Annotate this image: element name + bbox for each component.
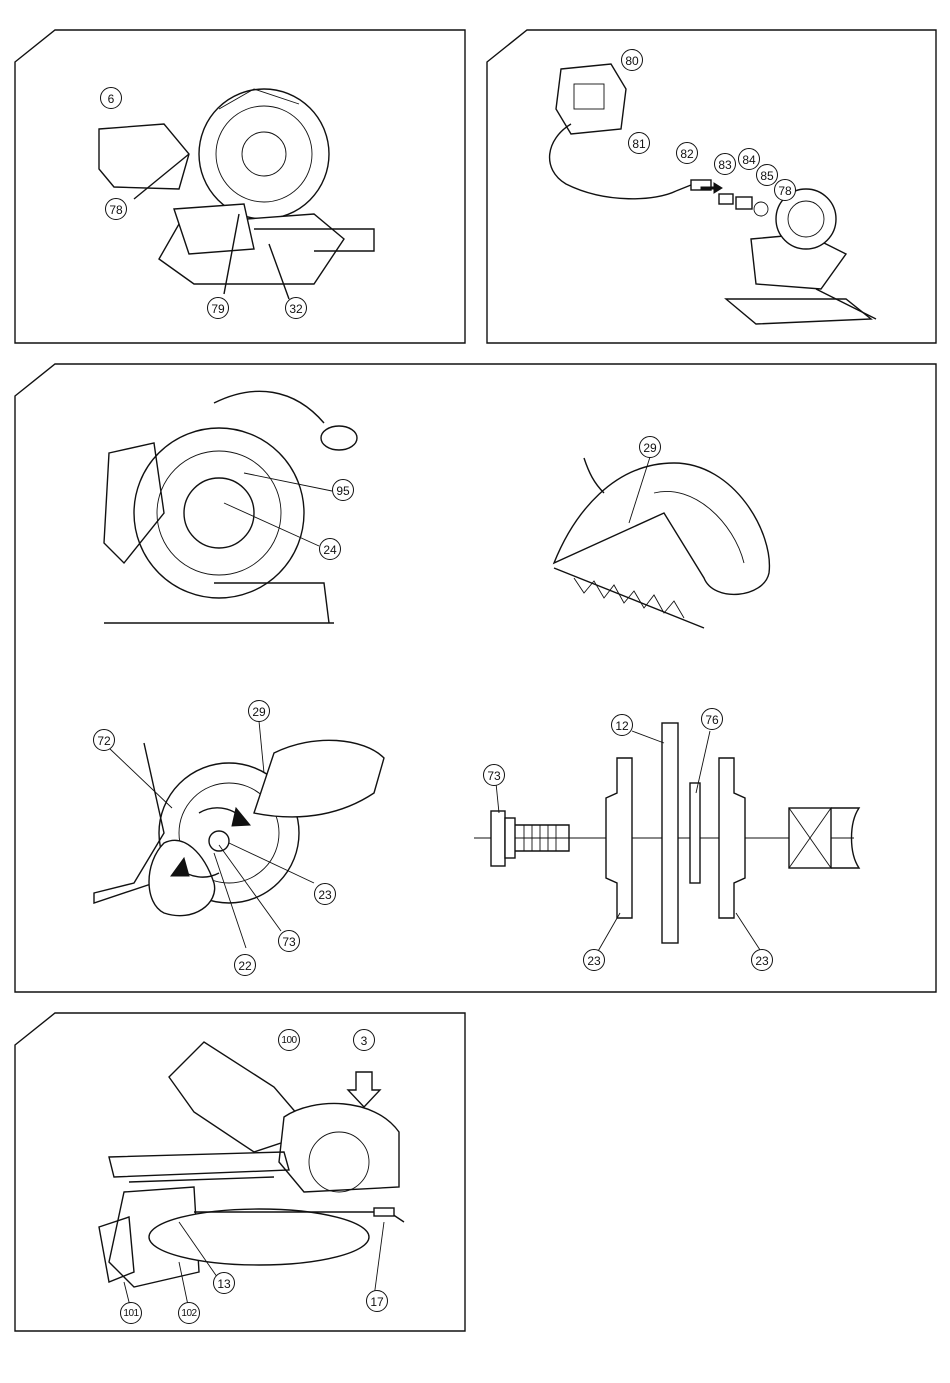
callout-6: 6	[100, 87, 122, 109]
callout-23: 23	[314, 883, 336, 905]
callout-101: 101	[120, 1302, 142, 1324]
figure-panel-4: 100 3 13 17 101 102	[14, 1012, 466, 1332]
figure-panel-2: 80 81 82 83 84 85 78	[486, 29, 937, 344]
panel-frame	[14, 363, 937, 993]
blade-assembly-exploded-drawing	[474, 723, 859, 953]
callout-79: 79	[207, 297, 229, 319]
callout-23: 23	[583, 949, 605, 971]
callout-76: 76	[701, 708, 723, 730]
panel-frame	[486, 29, 937, 344]
callout-3: 3	[353, 1029, 375, 1051]
callout-78: 78	[105, 198, 127, 220]
callout-100: 100	[278, 1029, 300, 1051]
callout-102: 102	[178, 1302, 200, 1324]
callout-80: 80	[621, 49, 643, 71]
dust-collector-drawing	[556, 64, 626, 134]
blade-change-drawing	[94, 721, 384, 948]
callout-29: 29	[639, 436, 661, 458]
panel-frame	[14, 29, 466, 344]
callout-12: 12	[611, 714, 633, 736]
callout-23: 23	[751, 949, 773, 971]
callout-81: 81	[628, 132, 650, 154]
dust-bag-drawing	[99, 124, 189, 189]
panel-frame	[14, 1012, 466, 1332]
callout-95: 95	[332, 479, 354, 501]
callout-78: 78	[774, 179, 796, 201]
handle-closeup-drawing	[554, 457, 769, 628]
callout-82: 82	[676, 142, 698, 164]
blade-guard-drawing	[104, 391, 357, 623]
callout-22: 22	[234, 954, 256, 976]
callout-24: 24	[319, 538, 341, 560]
callout-83: 83	[714, 153, 736, 175]
callout-72: 72	[93, 729, 115, 751]
callout-29: 29	[248, 700, 270, 722]
figure-panel-1: 6 78 79 32	[14, 29, 466, 344]
callout-85: 85	[756, 164, 778, 186]
callout-84: 84	[738, 148, 760, 170]
callout-73: 73	[278, 930, 300, 952]
figure-panel-3: 95 24 29 72 29 23 73 22 12 76 73 23 23	[14, 363, 937, 993]
callout-17: 17	[366, 1290, 388, 1312]
callout-13: 13	[213, 1272, 235, 1294]
callout-73: 73	[483, 764, 505, 786]
callout-32: 32	[285, 297, 307, 319]
